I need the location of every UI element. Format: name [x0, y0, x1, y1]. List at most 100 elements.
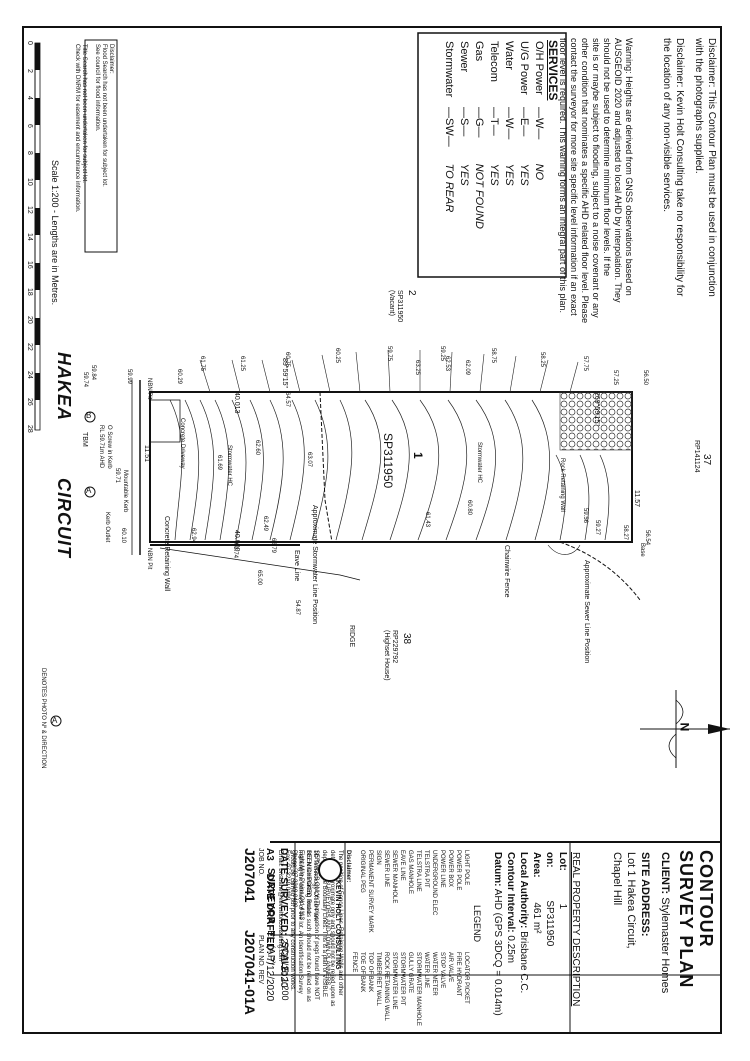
lot-plan: SP311950 [381, 433, 395, 489]
on-label: on: [544, 852, 555, 868]
spot-height: 63.25 [414, 360, 420, 376]
chainwire-label: Chainwire Fence [503, 545, 510, 598]
title-disclaimer-heading: Disclaimer: [345, 850, 351, 883]
service-symbol: —W— [533, 106, 545, 140]
real-property-desc: REAL PROPERTY DESCRIPTION Lot: 1 on: SP3… [491, 852, 582, 1016]
job-number: J207041 [242, 848, 258, 903]
bearing-top: 269°59'15" [593, 392, 600, 426]
legend-item: STORMWATER LINE [391, 952, 397, 1010]
flood-line: Check with DNRM for easement and encumbr… [74, 44, 80, 213]
legend-item: WATER LINE [423, 952, 429, 989]
warning-line: AUSGEOID 2020 and adjusted to local AHD … [613, 38, 623, 303]
scale-tick: 6 [26, 124, 33, 128]
sheet-size: A3 [264, 848, 275, 861]
spot-height: 62.53 [444, 356, 450, 372]
date-surveyed-label: DATE SURVEYED: [278, 848, 289, 936]
service-status: YES [518, 163, 530, 186]
job-label: JOB NO. [257, 848, 264, 877]
ci-value: 0.25m [505, 935, 516, 964]
scale-label-tb: SCALE: [280, 942, 290, 976]
date-drafted-value: 7/12/2020 [264, 956, 275, 1002]
tbm-label: TBM [81, 432, 88, 447]
service-status: TO REAR [443, 163, 455, 213]
lot-side-number: 38 [401, 633, 412, 645]
contour-level: 57.75 [582, 356, 588, 372]
legend-item: FIRE HYDRANT [455, 952, 461, 997]
spot-height: 56.54 [644, 530, 650, 546]
scale-tick: 12 [26, 206, 33, 214]
area-value: 461 [531, 902, 542, 920]
services-title: SERVICES [546, 40, 560, 101]
legend-item: TOP OF BANK [367, 952, 373, 993]
legend-item: SIGN [375, 850, 381, 865]
drawing-sheet [22, 26, 722, 1034]
scale-tick: 26 [26, 398, 33, 406]
rpd-title: REAL PROPERTY DESCRIPTION [570, 852, 581, 1007]
flood-disclaimer: Disclaimer: Flood Search has not been un… [73, 44, 114, 212]
scale-label: Scale 1:200 - Lengths are in Metres. [50, 160, 60, 306]
sewer-line-label: Approximate Sewer Line Position [583, 560, 590, 664]
rock-wall-label: Rock Retaining Wall [559, 458, 565, 512]
spot-height: 58.27 [622, 525, 628, 541]
flood-line: Flood Search has not been undertaken for… [101, 44, 107, 187]
contour-level: 57.25 [612, 370, 618, 386]
area-unit: m² [531, 921, 542, 934]
flood-line: Disclaimer: [108, 44, 114, 74]
legend-item: EAVE LINE [399, 850, 405, 881]
service-symbol: —SW— [443, 106, 455, 147]
scale-tick: 14 [26, 233, 33, 241]
client-value: Stylemaster Homes [659, 897, 671, 994]
spot-height: 62.60 [254, 440, 260, 456]
contour-level: 58.25 [539, 352, 545, 368]
legend-item: STORMWATER PIT [399, 952, 405, 1006]
spot-height: 59.84 [90, 365, 96, 381]
service-symbol: —E— [518, 106, 530, 137]
contour-level: 58.75 [490, 348, 496, 364]
scale-tick: 0 [26, 41, 33, 45]
service-name: O/H Power [533, 41, 545, 95]
warning-line: should not be used to determine minimum … [602, 38, 612, 277]
spot-height: 59.99 [126, 369, 132, 385]
street-name-2: CIRCUIT [54, 478, 74, 558]
disclaimer-line: the location of any non-visible services… [661, 38, 672, 212]
service-name: U/G Power [518, 41, 530, 95]
spot-height: 62.49 [262, 516, 268, 532]
dist-rear: 11.57 [633, 490, 640, 507]
service-symbol: —S— [458, 106, 470, 137]
scale-tick: 16 [26, 261, 33, 269]
lot-side-plan: RP229792 [391, 630, 398, 664]
flood-line: Title Search has not been undertaken for… [81, 44, 87, 183]
driveway-label: Concrete Driveway [179, 418, 185, 469]
lot-number: 1 [411, 452, 425, 459]
address-line: 107 Miles Platting Road [305, 850, 311, 914]
datum-label: Datum: [492, 852, 503, 887]
on-value: SP311950 [544, 900, 555, 947]
lot-left-plan: SP311950 [396, 290, 403, 323]
stormwater-hc-label: Stormwater HC [226, 445, 232, 487]
spot-height: 61.43 [424, 512, 430, 528]
warning-line: contact the surveyor for more site speci… [569, 38, 579, 316]
spot-height: 62.09 [464, 360, 470, 376]
spot-height: 54.87 [294, 600, 300, 616]
service-symbol: —G— [473, 106, 485, 138]
stormwater-line-label: Approximate Stormwater Line Position [311, 505, 318, 625]
lot-label: Lot: [557, 852, 568, 871]
legend-item: STOP VALVE [439, 952, 445, 989]
service-name: Water [503, 41, 515, 70]
mountable-kerb: Mountable Kerb [122, 470, 128, 513]
la-value: Brisbane C.C. [518, 931, 529, 994]
legend-item: GULLY GRATE [407, 952, 413, 994]
company-logo-icon [318, 858, 342, 882]
warning-line: Warning: Heights are derived from GNSS o… [624, 38, 634, 296]
lot-rear-plan: RP141124 [693, 440, 700, 473]
lot-side-note: (Highset House) [383, 630, 390, 681]
site-line-1: Lot 1 Hakea Circuit, [625, 852, 637, 949]
service-status: YES [458, 163, 470, 186]
plan-number: J207041-01A [242, 930, 258, 1015]
warning-block: Warning: Heights are derived from GNSS o… [557, 38, 634, 323]
legend-item: POWER POLE [455, 850, 461, 891]
lot-left-note: (Vacant) [388, 290, 395, 316]
plan-title: CONTOUR SURVEY PLAN [676, 850, 716, 988]
photo-b-marker: B [86, 411, 92, 420]
legend-item: LIGHT POLE [463, 850, 469, 886]
